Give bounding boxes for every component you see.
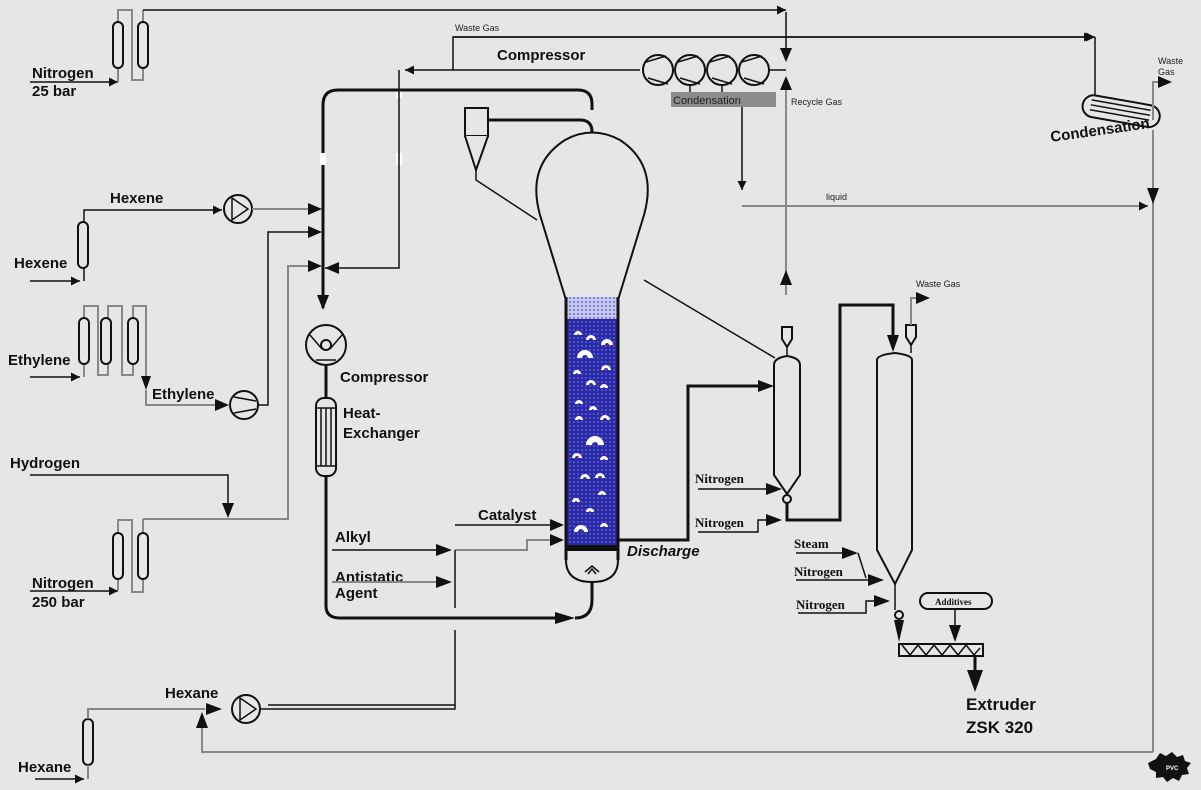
label-waste-right-1: Waste xyxy=(1158,56,1183,66)
label-compressor-top: Compressor xyxy=(497,47,586,64)
label-heat-exchanger-2: Exchanger xyxy=(343,425,420,442)
label-heat-exchanger-1: Heat- xyxy=(343,405,381,422)
label-hexane-feed: Hexane xyxy=(18,759,71,776)
heat-exchanger: Heat- Exchanger xyxy=(315,397,594,624)
label-hexene-pump: Hexene xyxy=(110,190,163,207)
label-liquid: liquid xyxy=(826,192,847,202)
hexane-feed: Hexane Hexane xyxy=(18,685,456,784)
fluidized-bed-reactor: Discharge xyxy=(535,131,776,584)
label-compressor-main: Compressor xyxy=(340,369,429,386)
label-nitrogen-250bar: Nitrogen xyxy=(32,575,94,592)
cycle-gas-compressor: Compressor xyxy=(305,324,429,398)
label-additives: Additives xyxy=(935,597,972,607)
filter-icon xyxy=(905,324,917,347)
transfer-line xyxy=(785,303,895,522)
label-nitrogen-sep-1: Nitrogen xyxy=(695,471,745,486)
nitrogen-dryer xyxy=(137,532,149,580)
label-nitrogen-sep-2: Nitrogen xyxy=(695,515,745,530)
ethylene-dryer xyxy=(100,317,112,365)
rotary-valve-icon xyxy=(894,610,904,620)
reactor-expanded-section xyxy=(535,131,649,301)
label-catalyst: Catalyst xyxy=(478,507,536,524)
additives-hopper xyxy=(919,592,993,610)
label-waste-right-2: Gas xyxy=(1158,67,1175,77)
pump-icon xyxy=(229,390,259,420)
compressor-icon xyxy=(642,54,674,86)
compressor-stages xyxy=(642,54,770,86)
label-recycle-gas: Recycle Gas xyxy=(791,97,843,107)
logo-text: PVC xyxy=(1166,766,1179,772)
label-condensation-compressors: Condensation xyxy=(673,95,741,107)
main-loop xyxy=(317,70,594,310)
label-hexene-feed: Hexene xyxy=(14,255,67,272)
reactor-inlet-line xyxy=(324,476,560,620)
additive-feeds: Catalyst Alkyl Antistatic Agent xyxy=(268,507,564,706)
compressor-icon xyxy=(305,324,347,366)
label-hexane-pump: Hexane xyxy=(165,685,218,702)
dryer-vessel xyxy=(112,21,124,69)
label-waste-gas-purge: Waste Gas xyxy=(916,279,961,289)
screw-icon xyxy=(901,643,981,657)
label-waste-gas-top: Waste Gas xyxy=(455,23,500,33)
label-ethylene-pump: Ethylene xyxy=(152,386,215,403)
cycle-gas-main xyxy=(321,88,594,308)
filter-icon xyxy=(781,326,793,349)
discharge-line xyxy=(618,384,760,542)
label-antistatic-1: Antistatic xyxy=(335,569,403,586)
logo: PVC xyxy=(1148,752,1191,782)
bubbles xyxy=(572,331,613,532)
reactor-overhead xyxy=(488,118,594,133)
label-ethylene-feed: Ethylene xyxy=(8,352,71,369)
label-steam: Steam xyxy=(794,536,829,551)
label-hydrogen: Hydrogen xyxy=(10,455,80,472)
recycle-compressor-train: Waste Gas Compressor Condensation liquid xyxy=(405,12,1148,295)
condensation-label-bg xyxy=(671,92,776,107)
cyclone xyxy=(464,107,594,221)
label-extruder-model: ZSK 320 xyxy=(966,718,1033,737)
ethylene-dryer xyxy=(127,317,139,365)
label-condensation-right: Condensation xyxy=(1049,115,1150,146)
ethylene-feed: Ethylene Ethylene xyxy=(8,226,322,420)
separator-vessel xyxy=(773,354,801,496)
reactor-bottom-head xyxy=(565,559,619,584)
nitrogen-25bar-feed: Nitrogen 25 bar xyxy=(30,5,786,100)
rotary-valve-icon xyxy=(782,494,792,504)
cyclone-body xyxy=(464,107,489,137)
cyclone-return xyxy=(475,170,538,221)
label-nitrogen-25bar-pressure: 25 bar xyxy=(32,83,76,100)
waste-gas-vent xyxy=(1152,81,1160,120)
hexene-dryer xyxy=(77,221,89,269)
label-alkyl: Alkyl xyxy=(335,529,371,546)
label-nitrogen-25bar: Nitrogen xyxy=(32,65,94,82)
ethylene-dryer xyxy=(78,317,90,365)
label-discharge: Discharge xyxy=(627,543,700,560)
product-purge-bin: Waste Gas Steam Nitrogen Nitrogen Additi… xyxy=(794,279,1036,737)
hexene-feed: Hexene Hexene xyxy=(14,190,322,286)
purge-bin-vessel xyxy=(876,351,913,587)
label-nitrogen-250bar-pressure: 250 bar xyxy=(32,594,85,611)
label-nitrogen-purge-1: Nitrogen xyxy=(794,564,844,579)
compressor-return-drop xyxy=(325,70,400,269)
check-valve-icon xyxy=(780,48,792,90)
label-antistatic-2: Agent xyxy=(335,585,378,602)
hydrogen-nitrogen-feed: Hydrogen Nitrogen 250 bar xyxy=(10,260,322,611)
hexane-dryer xyxy=(82,718,94,766)
distributor-plate xyxy=(566,545,618,551)
label-extruder: Extruder xyxy=(966,695,1036,714)
fluidized-bed xyxy=(566,297,618,547)
condenser-right xyxy=(1081,94,1161,129)
hexane-return-line xyxy=(201,725,1153,753)
nitrogen-dryer xyxy=(112,532,124,580)
dryer-vessel xyxy=(137,21,149,69)
cyclone-cone xyxy=(464,135,489,174)
product-discharge-tank: Nitrogen Nitrogen xyxy=(695,303,899,533)
screw-conveyor xyxy=(898,643,984,657)
label-nitrogen-purge-2: Nitrogen xyxy=(796,597,846,612)
reactor-vent-line xyxy=(643,279,776,359)
